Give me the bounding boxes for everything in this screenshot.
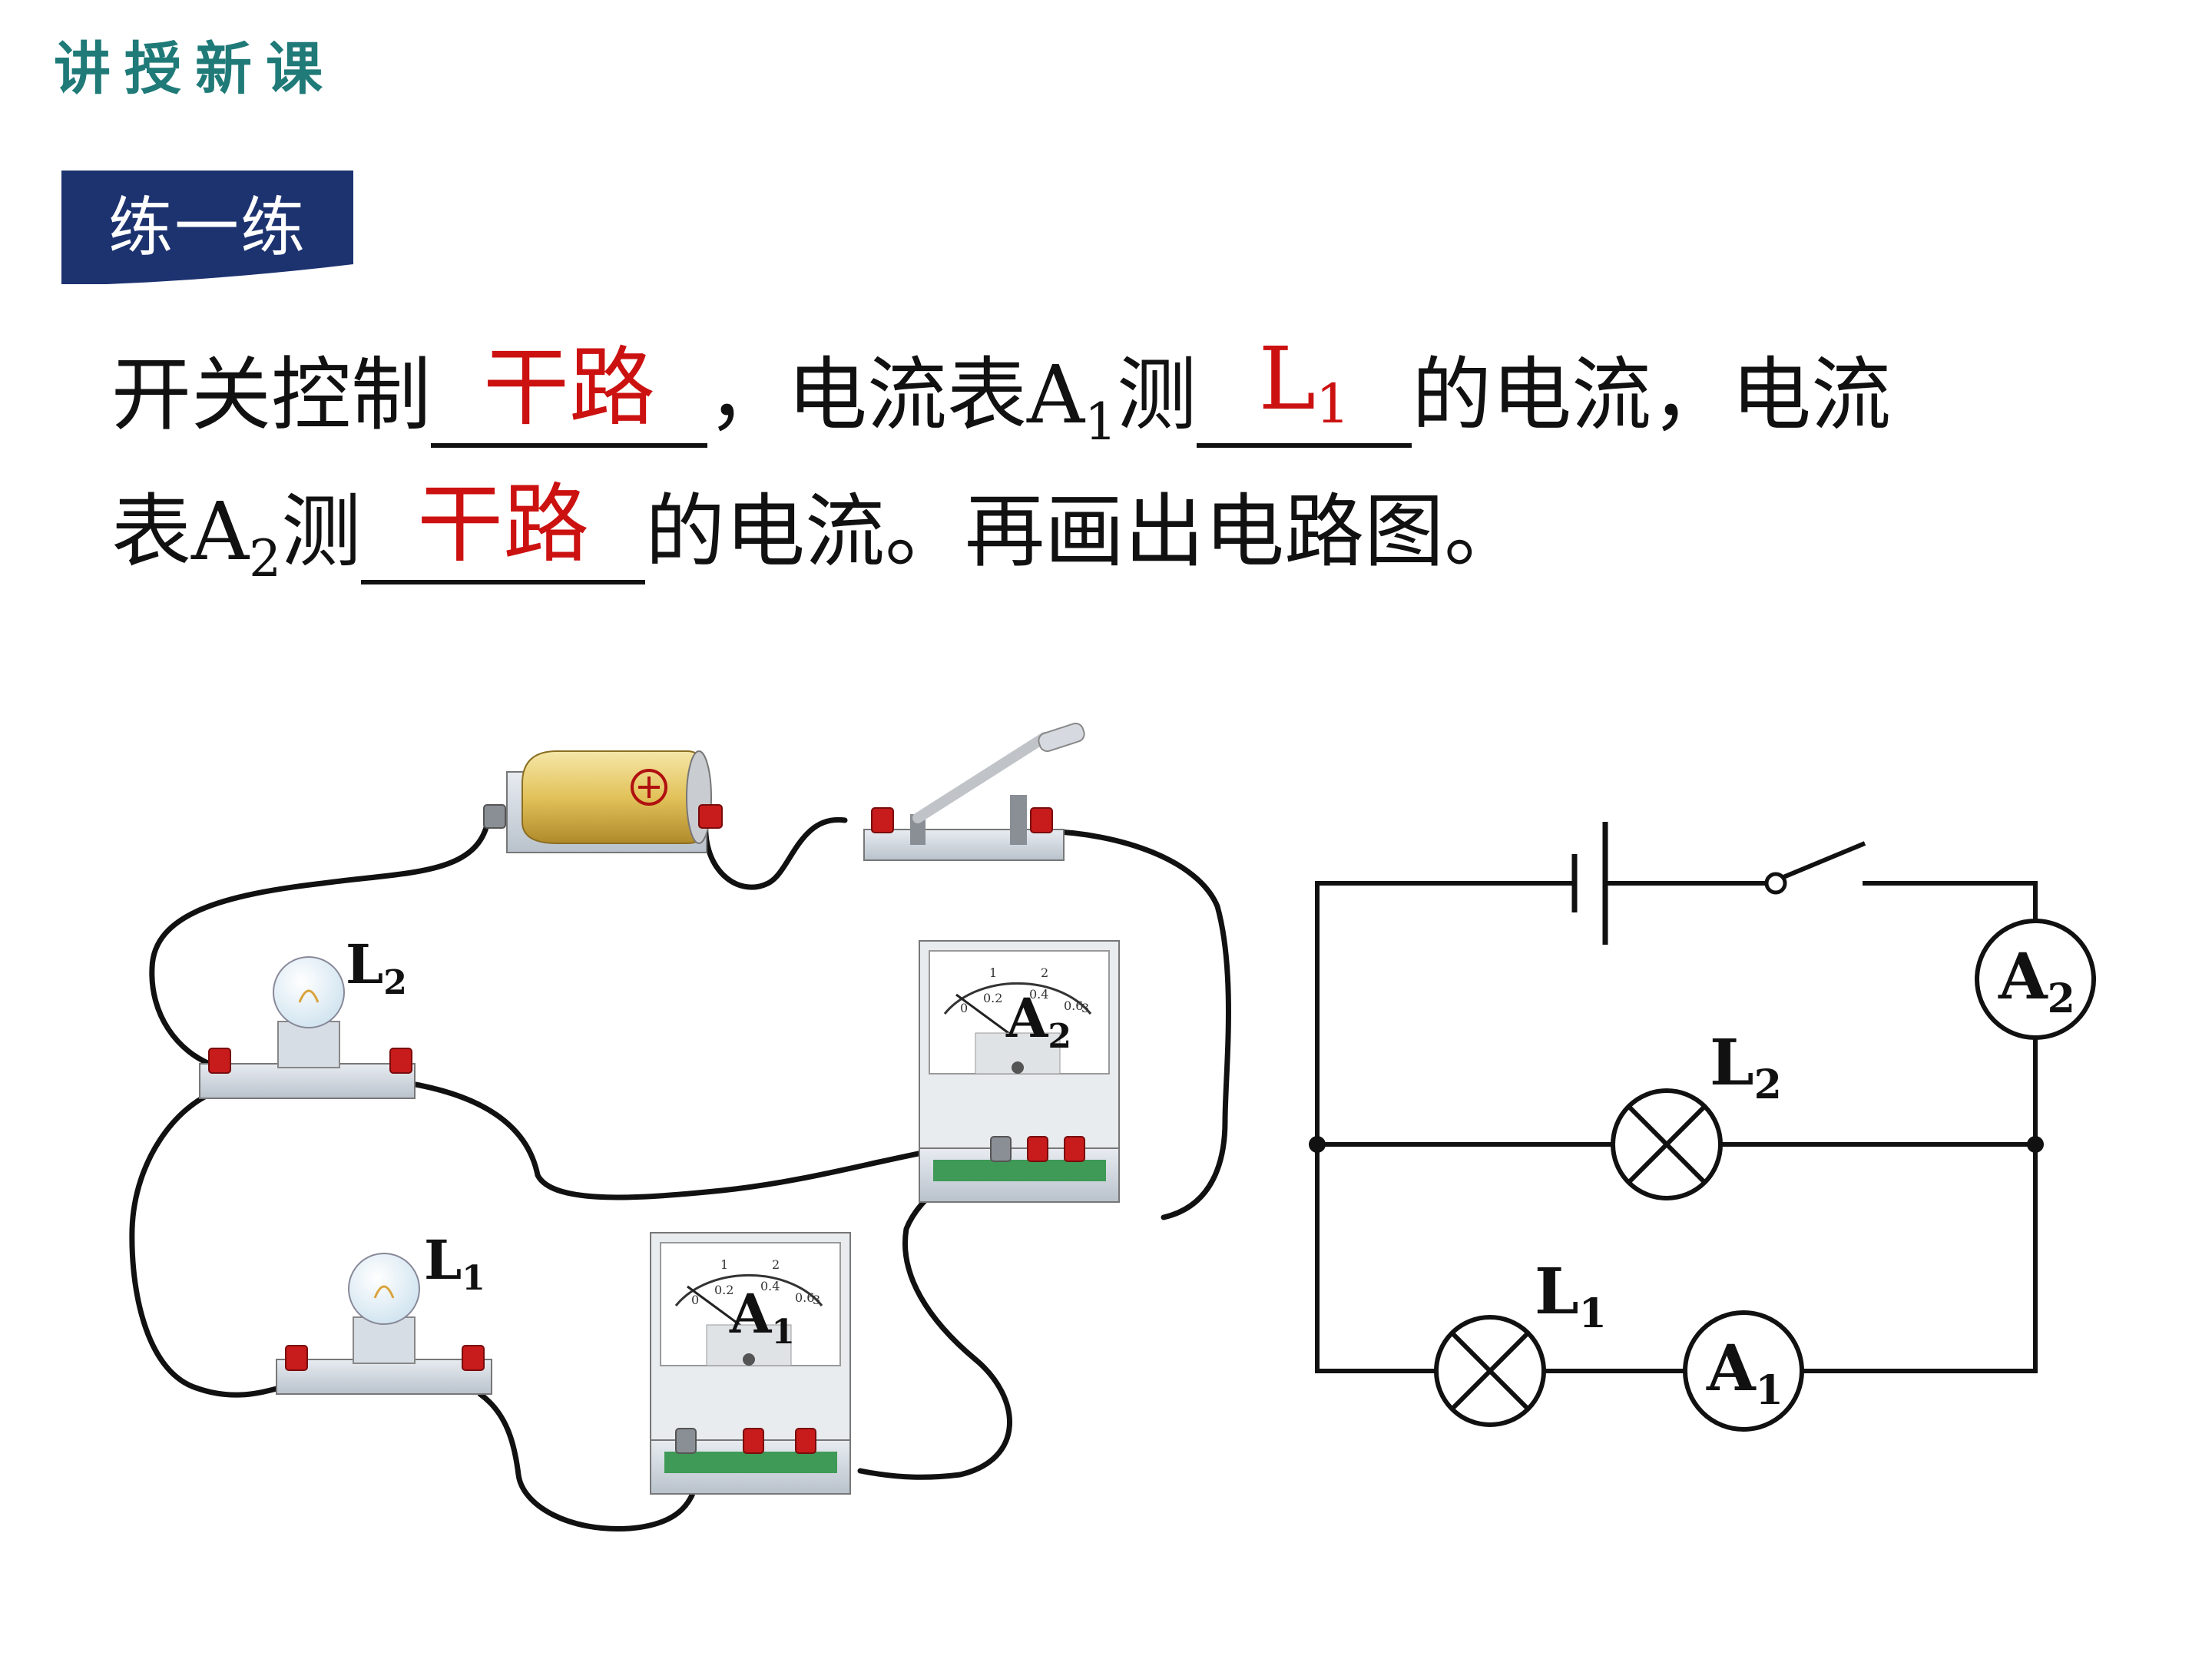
lamp-L1: L1 xyxy=(276,1228,492,1395)
schematic-label-L1: L1 xyxy=(1535,1255,1607,1337)
svg-text:3: 3 xyxy=(1081,1001,1089,1015)
svg-text:A2: A2 xyxy=(1998,940,2075,1022)
wires xyxy=(129,811,1231,1532)
answer-1: 干路 xyxy=(483,338,656,438)
label-A1: A1 xyxy=(729,1282,795,1352)
lamp-L2: L2 xyxy=(199,932,416,1099)
schematic-label-L2: L2 xyxy=(1710,1026,1782,1108)
question-text: 测 xyxy=(1117,348,1197,442)
schematic-wires xyxy=(1315,881,2038,1373)
svg-text:0.6: 0.6 xyxy=(795,1290,814,1305)
svg-text:0: 0 xyxy=(960,1001,968,1015)
ammeter-A2-symbol: A2 xyxy=(1975,919,2096,1040)
header-title: 讲授新课 xyxy=(54,36,336,102)
lamp-L2-symbol: L2 xyxy=(1611,1026,1782,1200)
answer-3: 干路 xyxy=(417,475,590,575)
svg-text:A1: A1 xyxy=(1706,1332,1783,1414)
ammeter-A2: 0 1 2 3 0.2 0.4 0.6 A2 xyxy=(919,940,1120,1203)
label-L2: L2 xyxy=(346,932,407,1002)
switch xyxy=(863,722,1085,861)
question-text: 开关控制 xyxy=(111,348,432,442)
svg-text:0.2: 0.2 xyxy=(714,1283,733,1297)
svg-text:1: 1 xyxy=(720,1257,728,1272)
junction-left xyxy=(1309,1136,1326,1153)
badge-shape xyxy=(61,171,353,284)
question-text: 测 xyxy=(281,485,362,578)
question-subscript: 1 xyxy=(1084,392,1118,452)
answer-2: L1 xyxy=(1258,329,1350,435)
question-text: ，电流表A xyxy=(707,348,1085,442)
ammeter-A1-symbol: A1 xyxy=(1683,1310,1804,1432)
question-text: 表A xyxy=(111,485,250,578)
answer-blank-3[interactable]: 干路 xyxy=(361,482,646,584)
switch-symbol xyxy=(1764,841,1866,895)
svg-text:2: 2 xyxy=(1041,965,1048,980)
question-line-2: 表A2测干路的电流。再画出电路图。 xyxy=(111,482,1524,584)
battery-symbol xyxy=(1571,822,1608,945)
circuit-schematic: A2 L2 L1 A1 xyxy=(1309,822,2096,1432)
practice-badge: 练一练 xyxy=(61,171,353,284)
svg-text:0.6: 0.6 xyxy=(1064,998,1083,1013)
svg-text:0.4: 0.4 xyxy=(760,1279,780,1293)
label-A2: A2 xyxy=(1005,986,1071,1056)
svg-text:3: 3 xyxy=(813,1293,820,1307)
junction-right xyxy=(2027,1136,2044,1153)
label-L1: L1 xyxy=(424,1228,485,1298)
lamp-L1-symbol: L1 xyxy=(1434,1255,1607,1427)
svg-text:1: 1 xyxy=(989,965,997,980)
svg-text:0: 0 xyxy=(691,1293,699,1307)
question-text: 的电流，电流 xyxy=(1412,348,1892,442)
battery xyxy=(483,750,723,853)
svg-text:0.4: 0.4 xyxy=(1029,987,1048,1002)
physical-circuit: L2 L1 0 1 2 3 0.2 0.4 0.6 A2 0 xyxy=(129,722,1231,1532)
question-subscript: 2 xyxy=(249,529,282,588)
svg-text:0.2: 0.2 xyxy=(983,991,1002,1005)
question-text: 的电流。再画出电路图。 xyxy=(645,485,1525,578)
answer-blank-2[interactable]: L1 xyxy=(1197,336,1412,448)
answer-blank-1[interactable]: 干路 xyxy=(431,345,708,448)
svg-text:2: 2 xyxy=(772,1257,780,1272)
badge-label: 练一练 xyxy=(108,190,306,265)
ammeter-A1: 0 1 2 3 0.2 0.4 0.6 A1 xyxy=(650,1232,851,1495)
